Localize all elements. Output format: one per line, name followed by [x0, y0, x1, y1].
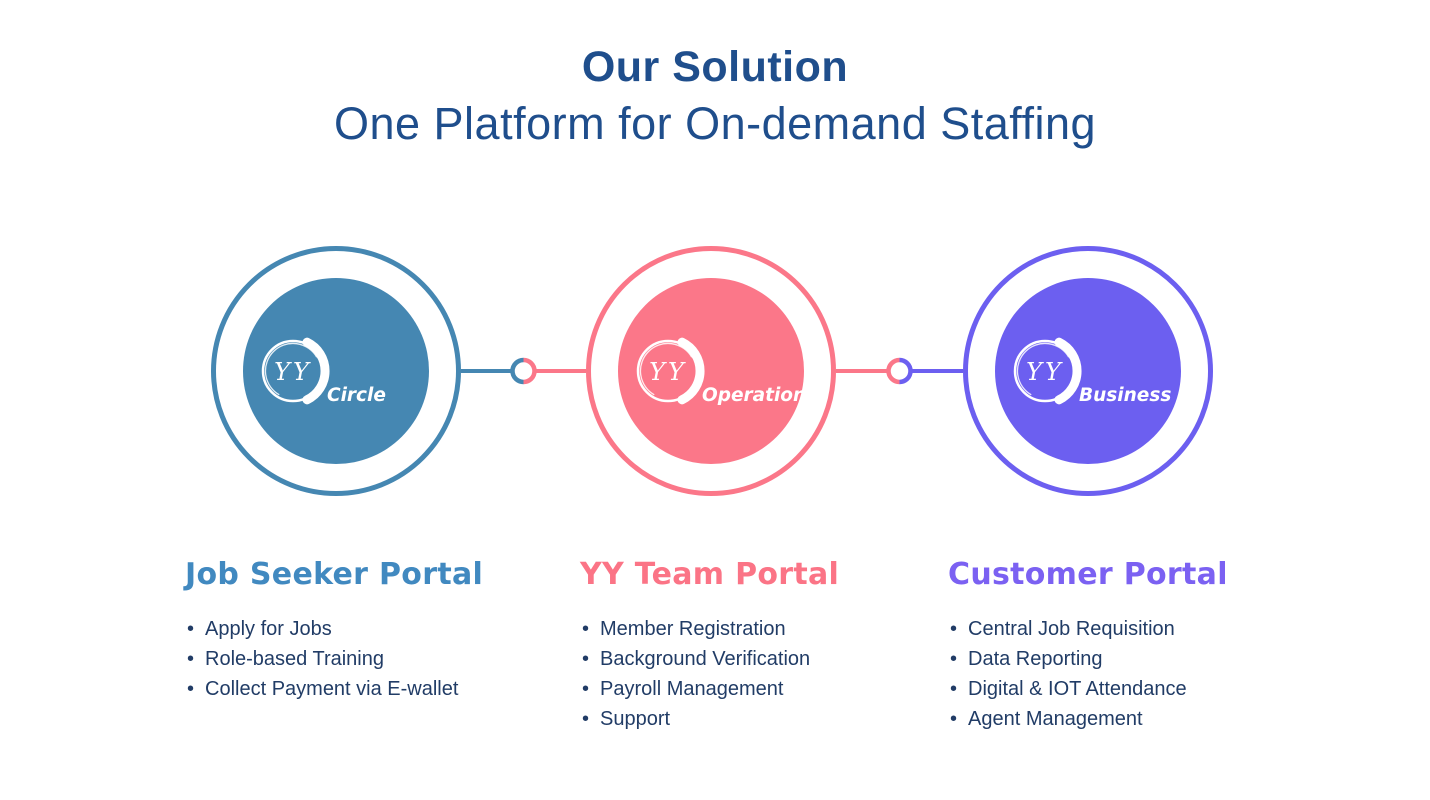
header: Our Solution One Platform for On-demand …	[0, 42, 1430, 150]
yy-business-logo: YY Business	[1013, 337, 1171, 406]
feature-item: Member Registration	[582, 614, 839, 644]
feature-item: Agent Management	[950, 704, 1228, 734]
connector-ring-left-half	[886, 357, 900, 385]
feature-item: Data Reporting	[950, 644, 1228, 674]
customer-portal-features: Central Job Requisition Data Reporting D…	[948, 614, 1228, 734]
job-seeker-portal-section: Job Seeker Portal Apply for Jobs Role-ba…	[185, 557, 484, 705]
node-job-seeker: YY Circle	[211, 246, 461, 496]
connector-ring-right-half	[523, 357, 537, 385]
logo-crescent	[302, 337, 330, 405]
connector-ring-left-half	[510, 357, 524, 385]
feature-item: Collect Payment via E-wallet	[187, 674, 483, 704]
feature-item: Role-based Training	[187, 644, 483, 674]
customer-portal-heading: Customer Portal	[948, 557, 1228, 592]
job-seeker-portal-features: Apply for Jobs Role-based Training Colle…	[185, 614, 483, 704]
logo-yy-text: YY	[274, 358, 312, 386]
node-customer-disc: YY Business	[995, 278, 1181, 464]
feature-item: Support	[582, 704, 839, 734]
logo-brand-text: Business	[1079, 385, 1171, 406]
logo-brand-text: Circle	[327, 385, 386, 406]
job-seeker-portal-heading: Job Seeker Portal	[185, 557, 484, 592]
node-customer: YY Business	[963, 246, 1213, 496]
feature-item: Background Verification	[582, 644, 839, 674]
feature-item: Apply for Jobs	[187, 614, 483, 644]
yy-operation-logo: YY Operation	[636, 337, 806, 406]
yy-team-portal-section: YY Team Portal Member Registration Backg…	[580, 557, 840, 735]
logo-brush-texture	[1016, 342, 1070, 396]
connector-team-customer	[836, 357, 963, 385]
node-yy-team: YY Operation	[586, 246, 836, 496]
page-title: Our Solution	[581, 43, 849, 91]
page-subtitle: One Platform for On-demand Staffing	[333, 98, 1097, 149]
node-job-seeker-disc: YY Circle	[243, 278, 429, 464]
customer-portal-section: Customer Portal Central Job Requisition …	[948, 557, 1228, 735]
logo-crescent	[677, 337, 705, 405]
logo-brush-texture	[264, 342, 318, 396]
feature-item: Digital & IOT Attendance	[950, 674, 1228, 704]
logo-yy-text: YY	[1026, 358, 1064, 386]
feature-item: Central Job Requisition	[950, 614, 1228, 644]
connector-ring-right-half	[899, 357, 913, 385]
yy-team-portal-heading: YY Team Portal	[580, 557, 840, 592]
node-yy-team-disc: YY Operation	[618, 278, 806, 464]
feature-item: Payroll Management	[582, 674, 839, 704]
connector-jobseeker-team	[461, 357, 586, 385]
yy-circle-logo: YY Circle	[261, 337, 386, 406]
logo-yy-text: YY	[649, 358, 687, 386]
logo-brand-text: Operation	[702, 385, 806, 406]
yy-team-portal-features: Member Registration Background Verificat…	[580, 614, 839, 734]
logo-brush-texture	[639, 342, 693, 396]
logo-crescent	[1054, 337, 1082, 405]
